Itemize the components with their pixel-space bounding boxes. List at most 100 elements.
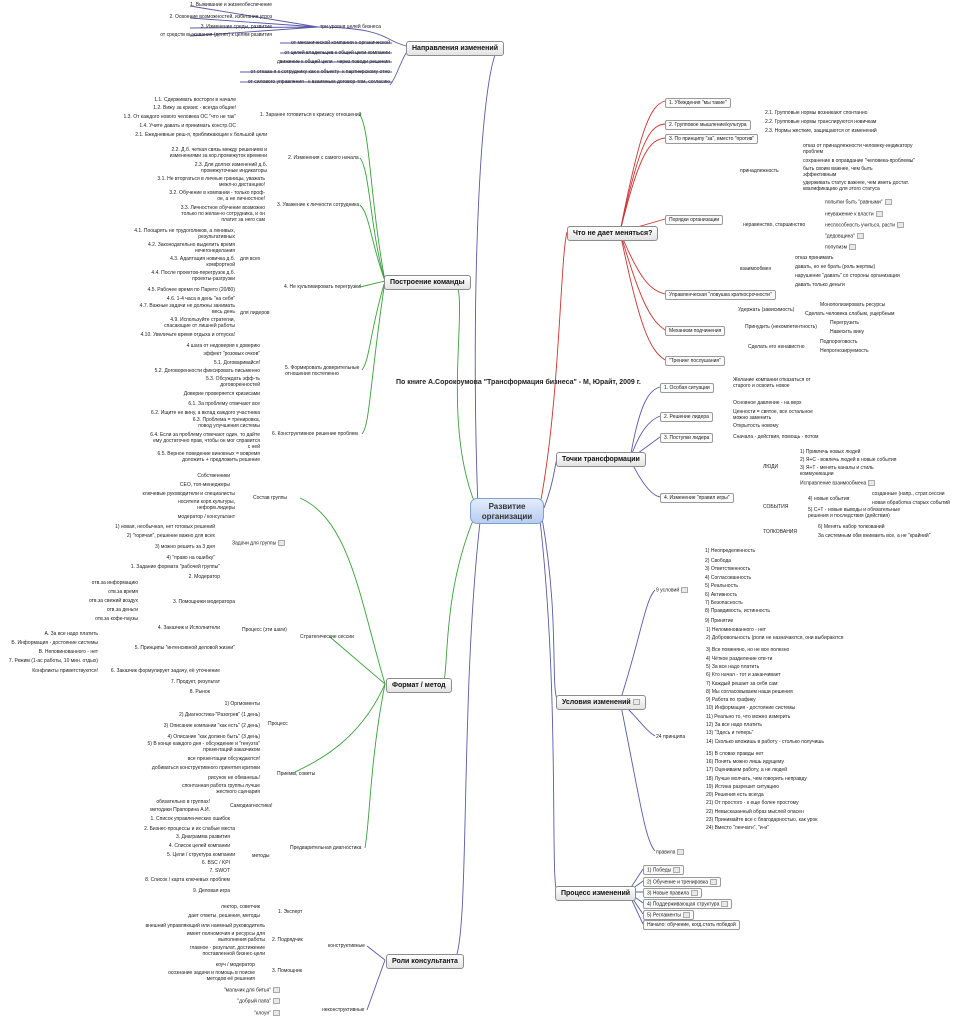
team-s4-item[interactable]: 4.5. Рабочее время по Парето (20/80) [147,287,235,293]
principle-24-item[interactable]: 10) Информация - достояние системы [706,705,796,712]
events-sub-item[interactable]: созданные (напр., страт.сессии [872,491,945,497]
procedure-item[interactable]: 5) В конце каждого дня - обсуждение и "г… [147,741,260,753]
helper-item[interactable]: отв.за информацию [91,580,138,586]
bad-role-item[interactable]: "мальчик для битья" [200,987,280,993]
condition-item[interactable]: 9) Принятие [705,618,734,624]
team-s1[interactable]: 1. Заранее готовиться к кризису отношени… [260,112,362,118]
principle-item[interactable]: 7. Режим (1-ас работы, 10 мин. отдых) [8,658,98,664]
team-s4-item[interactable]: 4.9. Используйте стратегии, спасающие от… [164,317,235,329]
role-contractor-item[interactable]: внешний управляющий или наемный руководи… [145,923,265,929]
tochki-detail[interactable]: Сначала - действия, помощь - потом [733,434,819,440]
technique-item[interactable]: все презентации обсуждаются! [187,756,260,762]
principle-24-item[interactable]: 13) "Здесь и теперь" [706,730,754,737]
principle-item[interactable]: Конфликты приветствуются! [32,668,98,674]
helper-item[interactable]: отв.за деньги [106,607,138,613]
order-mutual[interactable]: взаимообмен [740,266,772,272]
principle-24-item[interactable]: 3) Все поменяно, но не все полезно [706,647,790,654]
method-item[interactable]: 8. Список / карта ключевых проблем [145,877,230,883]
team-s3-item[interactable]: 3.1. Не вторгаться в личные границы, ува… [157,176,265,188]
people-item[interactable]: Исправление взаимообмена [800,480,876,486]
ineq-item[interactable]: "дедовщина" [825,233,864,239]
principle-24-item[interactable]: 21) От простого - к еще более простому [706,800,799,807]
chto-item[interactable]: "Тренинг послушания" [665,356,725,366]
team-s1-item[interactable]: 1.3. От каждого нового человека ОС "что … [123,114,236,120]
principle-24-item[interactable]: 24) Вместо "ленчатн", "и-и" [706,825,769,832]
diagnostics-node[interactable]: Предварительная диагностика [290,845,362,851]
team-s4-item[interactable]: 4.7. Важные задачи не должны занимать ве… [139,303,235,315]
principle-24-item[interactable]: 17) Оцениваем работу, а не людей [706,767,788,774]
principle-24-item[interactable]: 14) Сколько вложишь в работу - столько п… [706,738,825,745]
order-belong[interactable]: принадлежность [740,168,779,174]
mutual-item[interactable]: отказ принимать [795,255,834,261]
condition-item[interactable]: 8) Правдивость, истинность [705,608,770,614]
constructive-node[interactable]: конструктивные [328,943,365,949]
techniques-node[interactable]: Приемы, советы [277,771,316,777]
belong-item[interactable]: быть своим важнее, чем быть эффективным [803,166,873,178]
team-s6-item[interactable]: 6.3. Проблема = тренировка, повод улучше… [192,417,260,429]
people-node[interactable]: ЛЮДИ [763,464,779,470]
team-s4-team[interactable]: для лидеров [240,310,270,316]
mutual-item[interactable]: нарушение "давать" со стороны организаци… [795,273,900,279]
procedure-item[interactable]: 1) Оргмоменты [224,701,260,707]
principles-24[interactable]: 24 принципа [656,734,686,740]
events-node[interactable]: СОБЫТИЯ [763,504,789,510]
principle-item[interactable]: А. За все надо платить [44,631,98,637]
role-contractor-item[interactable]: главное - результат, достижение поставле… [189,945,265,957]
principle-24-item[interactable]: 6) Кто начал - тот и заканчивает [706,672,781,679]
process-item[interactable]: 5. Принципы "интенсивной деловой жизни" [134,645,235,651]
belong-item[interactable]: отказ от принадлежности человеку-индикат… [803,143,913,155]
team-s6-item[interactable]: 6.4. Если за проблему отвечают один, то … [150,432,260,450]
role-assistant[interactable]: 3. Помощник [272,968,303,974]
retain-item[interactable]: Сделать человека слабым, ущербным [805,311,895,317]
team-s4-item[interactable]: 4.3. Адаптация новичка д.б. комфортной [170,256,235,268]
interpret-node[interactable]: ТОЛКОВАНИЯ [763,529,798,535]
tasks-node[interactable]: Задачи для группы [232,540,286,546]
team-s6-item[interactable]: 6.1. За проблему отвечают все [188,401,260,407]
process-item[interactable]: 1. Задание формата "рабочей группы" [130,564,220,570]
condition-item[interactable]: 5) Реальность [705,583,738,589]
tasks-item[interactable]: 1) новая, необычная, нет готовых решений [115,524,215,530]
ineq-item[interactable]: неуважение к власти [825,211,883,217]
order-inequality[interactable]: неравенство, старшинство [743,222,806,228]
process-item-box[interactable]: 3) Новые правила [643,888,703,899]
nonconstructive-node[interactable]: неконструктивные [322,1007,365,1013]
level-item[interactable]: 3. Изменение среды, развитие [200,24,272,30]
self-diag-item[interactable]: методики Прапорина А.И. [150,807,210,813]
principle-24-item[interactable]: 16) Понять можно лишь идущему [706,758,784,765]
role-expert-item[interactable]: лектор, советчик [221,904,260,910]
method-item[interactable]: 1. Список управленческих ошибок [150,816,230,822]
composition-node[interactable]: Состав группы [253,495,288,501]
principle-24-item[interactable]: 19) Истина разрешит ситуацию [706,783,779,790]
principle-24-item[interactable]: 5) За все надо платить [706,663,760,670]
condition-item[interactable]: 2) Свобода [705,558,732,564]
composition-item[interactable]: Собственники [197,473,230,479]
central-topic[interactable]: Развитие организации [470,498,544,524]
tochki-item[interactable]: 1. Особая ситуации [660,383,714,393]
method-item[interactable]: 5. Цели / структура компании [166,852,235,858]
process-node[interactable]: Процесс (эти шаги) [242,627,287,633]
team-s6-item[interactable]: 6.2. Ищите не вину, а вклад каждого учас… [151,410,260,416]
principle-item[interactable]: Б. Информация - достояние системы [11,640,98,646]
branch-tochki[interactable]: Точки трансформации [556,452,646,467]
events-item[interactable]: 5) С+Т - новые выводы и обязательные реш… [808,507,901,519]
tochki-detail[interactable]: Основное давление - на верх [733,400,802,406]
team-s4[interactable]: 4. Не культивировать перегрузки! [284,284,362,290]
principle-24-item[interactable]: 1) Неломинованного - нет [706,627,766,633]
three-levels-node[interactable]: три уровня целей бизнеса [320,24,381,30]
team-s5-item[interactable]: 4 шага от недоверия к доверию [186,343,260,349]
process-item-box[interactable]: 5) Регламенты [643,910,695,921]
group-item[interactable]: 2.3. Нормы жесткие, защищаются от измене… [765,128,877,134]
tasks-item[interactable]: 4) "право на ошибку" [166,555,215,561]
chto-item[interactable]: Механизм подчинения [665,326,726,336]
technique-item[interactable]: рисунок не обманешь! [208,775,260,781]
direction-item[interactable]: от механической компании к органической [291,40,390,46]
condition-item[interactable]: 6) Активность [705,592,738,598]
force-item[interactable]: Навесить вину [830,329,865,335]
team-s5-item[interactable]: эффект "розовых очков" [203,351,260,357]
interpret-item[interactable]: За системным обм внимаеть все, а не "кра… [818,533,931,539]
principle-24-item[interactable]: 15) В словах правды нет [706,750,764,757]
role-expert[interactable]: 1. Эксперт [278,909,303,915]
sub-force[interactable]: Принудить (некомпетентность) [745,324,817,330]
composition-item[interactable]: носители корп.культуры, неформ.лидеры [177,499,235,511]
branch-chto[interactable]: Что не дает меняться? [567,226,659,241]
